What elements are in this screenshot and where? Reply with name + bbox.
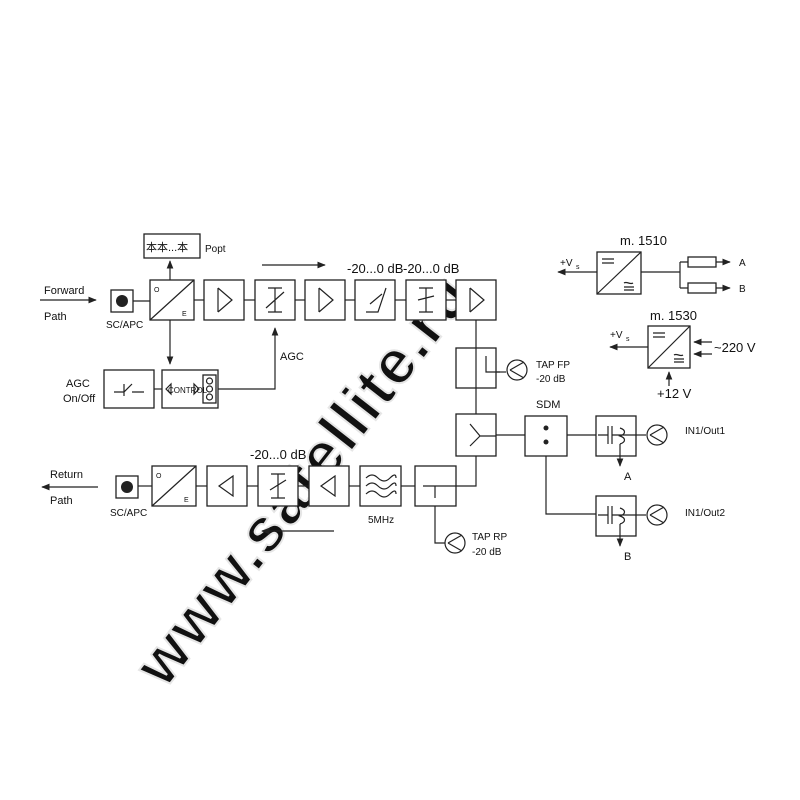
control-unit: CONTROL (161, 369, 219, 409)
sdm-label: SDM (536, 399, 560, 411)
out-b-label: B (739, 284, 746, 295)
power-module-1530: m. 1530 +V s ~220 V +12 V (609, 308, 756, 401)
attenuator-return (257, 465, 299, 507)
out-a-label: A (739, 258, 746, 269)
connector-dot-icon (116, 295, 128, 307)
agc-onoff-label-1: AGC (66, 378, 90, 390)
mains-label: ~220 V (714, 340, 756, 355)
attenuator-forward (405, 279, 447, 321)
eo-converter-return: O E (151, 465, 197, 507)
out1-port-icon (646, 424, 668, 446)
svg-text:s: s (576, 264, 580, 271)
svg-text:E: E (184, 497, 189, 504)
tap-rp-coupler (414, 465, 457, 507)
oe-converter-forward: O E (149, 279, 195, 321)
in1-out2-label: IN1/Out2 (685, 508, 725, 519)
vs-1510-label: +V (560, 258, 573, 269)
fuse-b (687, 282, 717, 294)
filter-5mhz-label: 5MHz (368, 515, 394, 526)
port-a-bottom-label: A (624, 471, 632, 483)
tap-fp-label: TAP FP (536, 360, 570, 371)
forward-path-label: Path (44, 311, 67, 323)
svg-text:O: O (154, 287, 160, 294)
atten-fwd-label-1: -20...0 dB (347, 261, 403, 276)
agc-onoff-switch (103, 369, 155, 409)
sc-apc-bottom-label: SC/APC (110, 508, 147, 519)
output-1-module (595, 415, 637, 467)
amplifier-stage-1 (203, 279, 245, 321)
m1530-label: m. 1530 (650, 308, 697, 323)
m1510-label: m. 1510 (620, 233, 667, 248)
vs-1530-label: +V (610, 330, 623, 341)
return-amplifier-1 (206, 465, 248, 507)
connector-dot-icon (121, 481, 133, 493)
agc-attenuator (254, 279, 296, 321)
amplifier-stage-2 (304, 279, 346, 321)
plus12-label: +12 V (657, 386, 692, 401)
return-amplifier-2 (308, 465, 350, 507)
svg-text:O: O (156, 473, 162, 480)
return-label: Return (50, 469, 83, 481)
lowpass-filter-5mhz (359, 465, 402, 507)
tap-fp-coupler (455, 347, 500, 389)
slope-equalizer (354, 279, 396, 321)
sc-apc-top-label: SC/APC (106, 320, 143, 331)
svg-text:本本...本: 本本...本 (146, 240, 188, 254)
fuse-a (687, 256, 717, 268)
out2-port-icon (646, 504, 668, 526)
control-label: CONTROL (168, 386, 208, 395)
svg-text:E: E (182, 311, 187, 318)
svg-text:s: s (626, 336, 630, 343)
atten-ret-label: -20...0 dB (250, 447, 306, 462)
tap-fp-port-icon (506, 359, 528, 381)
output-section: SDM A IN1/Out1 B IN1/O (496, 399, 725, 563)
agc-label: AGC (280, 351, 304, 363)
return-path-label: Path (50, 495, 73, 507)
tap-rp-value: -20 dB (472, 547, 502, 558)
diplexer (455, 413, 497, 457)
popt-monitor: 本本...本 Popt (143, 233, 226, 259)
tap-rp-label: TAP RP (472, 532, 508, 543)
power-module-1510: m. 1510 +V s A B (557, 233, 746, 295)
atten-fwd-label-2: -20...0 dB (403, 261, 459, 276)
svg-text:Popt: Popt (205, 244, 226, 255)
tap-fp-value: -20 dB (536, 374, 566, 385)
sdm-splitter (524, 415, 568, 457)
tap-rp-port-icon (444, 532, 466, 554)
agc-onoff-label-2: On/Off (63, 393, 96, 405)
forward-label: Forward (44, 285, 84, 297)
return-path: TAP RP -20 dB 5MHz -20...0 dB O E (41, 447, 508, 558)
amplifier-stage-3 (455, 279, 497, 321)
port-b-bottom-label: B (624, 551, 631, 563)
output-2-module (595, 495, 637, 547)
in1-out1-label: IN1/Out1 (685, 426, 725, 437)
